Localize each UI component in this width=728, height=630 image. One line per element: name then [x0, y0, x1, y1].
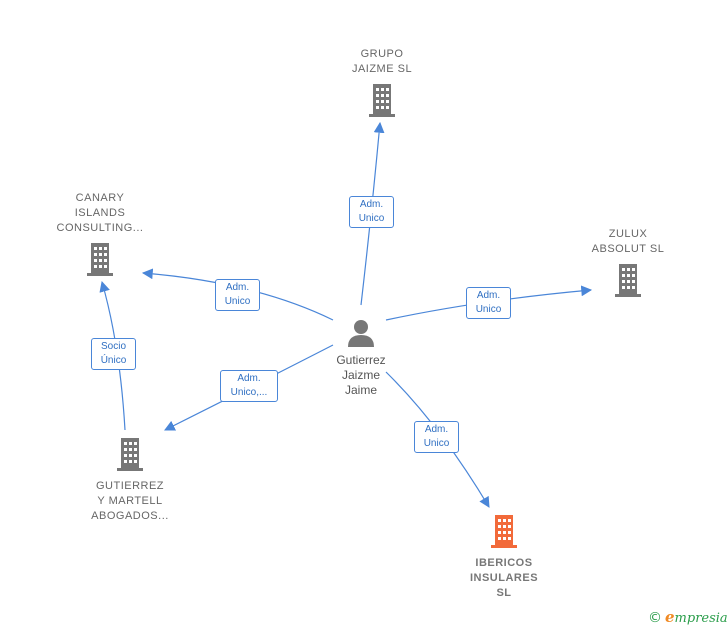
- building-icon: [369, 84, 395, 117]
- company-name: ZULUX ABSOLUT SL: [591, 228, 665, 255]
- company-node-canary[interactable]: CANARY ISLANDS CONSULTING...: [48, 191, 152, 282]
- relation-label-zulux[interactable]: Adm. Unico: [466, 287, 511, 319]
- building-icon: [117, 438, 143, 471]
- company-node-ibericos[interactable]: IBERICOS INSULARES SL: [452, 513, 556, 601]
- relation-label-socio[interactable]: Socio Único: [91, 338, 136, 370]
- person-name[interactable]: Gutierrez Jaizme Jaime: [336, 353, 386, 397]
- company-name: GRUPO JAIZME SL: [351, 48, 413, 75]
- brand-name: mpresia: [674, 611, 728, 626]
- company-node-grupo[interactable]: GRUPO JAIZME SL: [332, 47, 432, 123]
- relation-label-canary[interactable]: Adm. Unico: [215, 279, 260, 311]
- relation-label-ibericos[interactable]: Adm. Unico: [414, 421, 459, 453]
- company-name: IBERICOS INSULARES SL: [469, 557, 539, 599]
- building-icon: [615, 264, 641, 297]
- company-name: GUTIERREZ Y MARTELL ABOGADOS...: [91, 480, 169, 522]
- company-node-gutierrez[interactable]: GUTIERREZ Y MARTELL ABOGADOS...: [76, 436, 184, 524]
- person-icon[interactable]: [345, 318, 377, 348]
- copyright-symbol: ©: [648, 610, 662, 626]
- company-name: CANARY ISLANDS CONSULTING...: [56, 192, 144, 234]
- brand-logo[interactable]: ©empresia: [648, 608, 728, 626]
- building-icon: [87, 243, 113, 276]
- brand-initial: e: [665, 608, 675, 626]
- relation-label-grupo[interactable]: Adm. Unico: [349, 196, 394, 228]
- building-icon: [491, 515, 517, 548]
- relation-label-gutierrez[interactable]: Adm. Unico,...: [220, 370, 278, 402]
- company-node-zulux[interactable]: ZULUX ABSOLUT SL: [578, 227, 678, 303]
